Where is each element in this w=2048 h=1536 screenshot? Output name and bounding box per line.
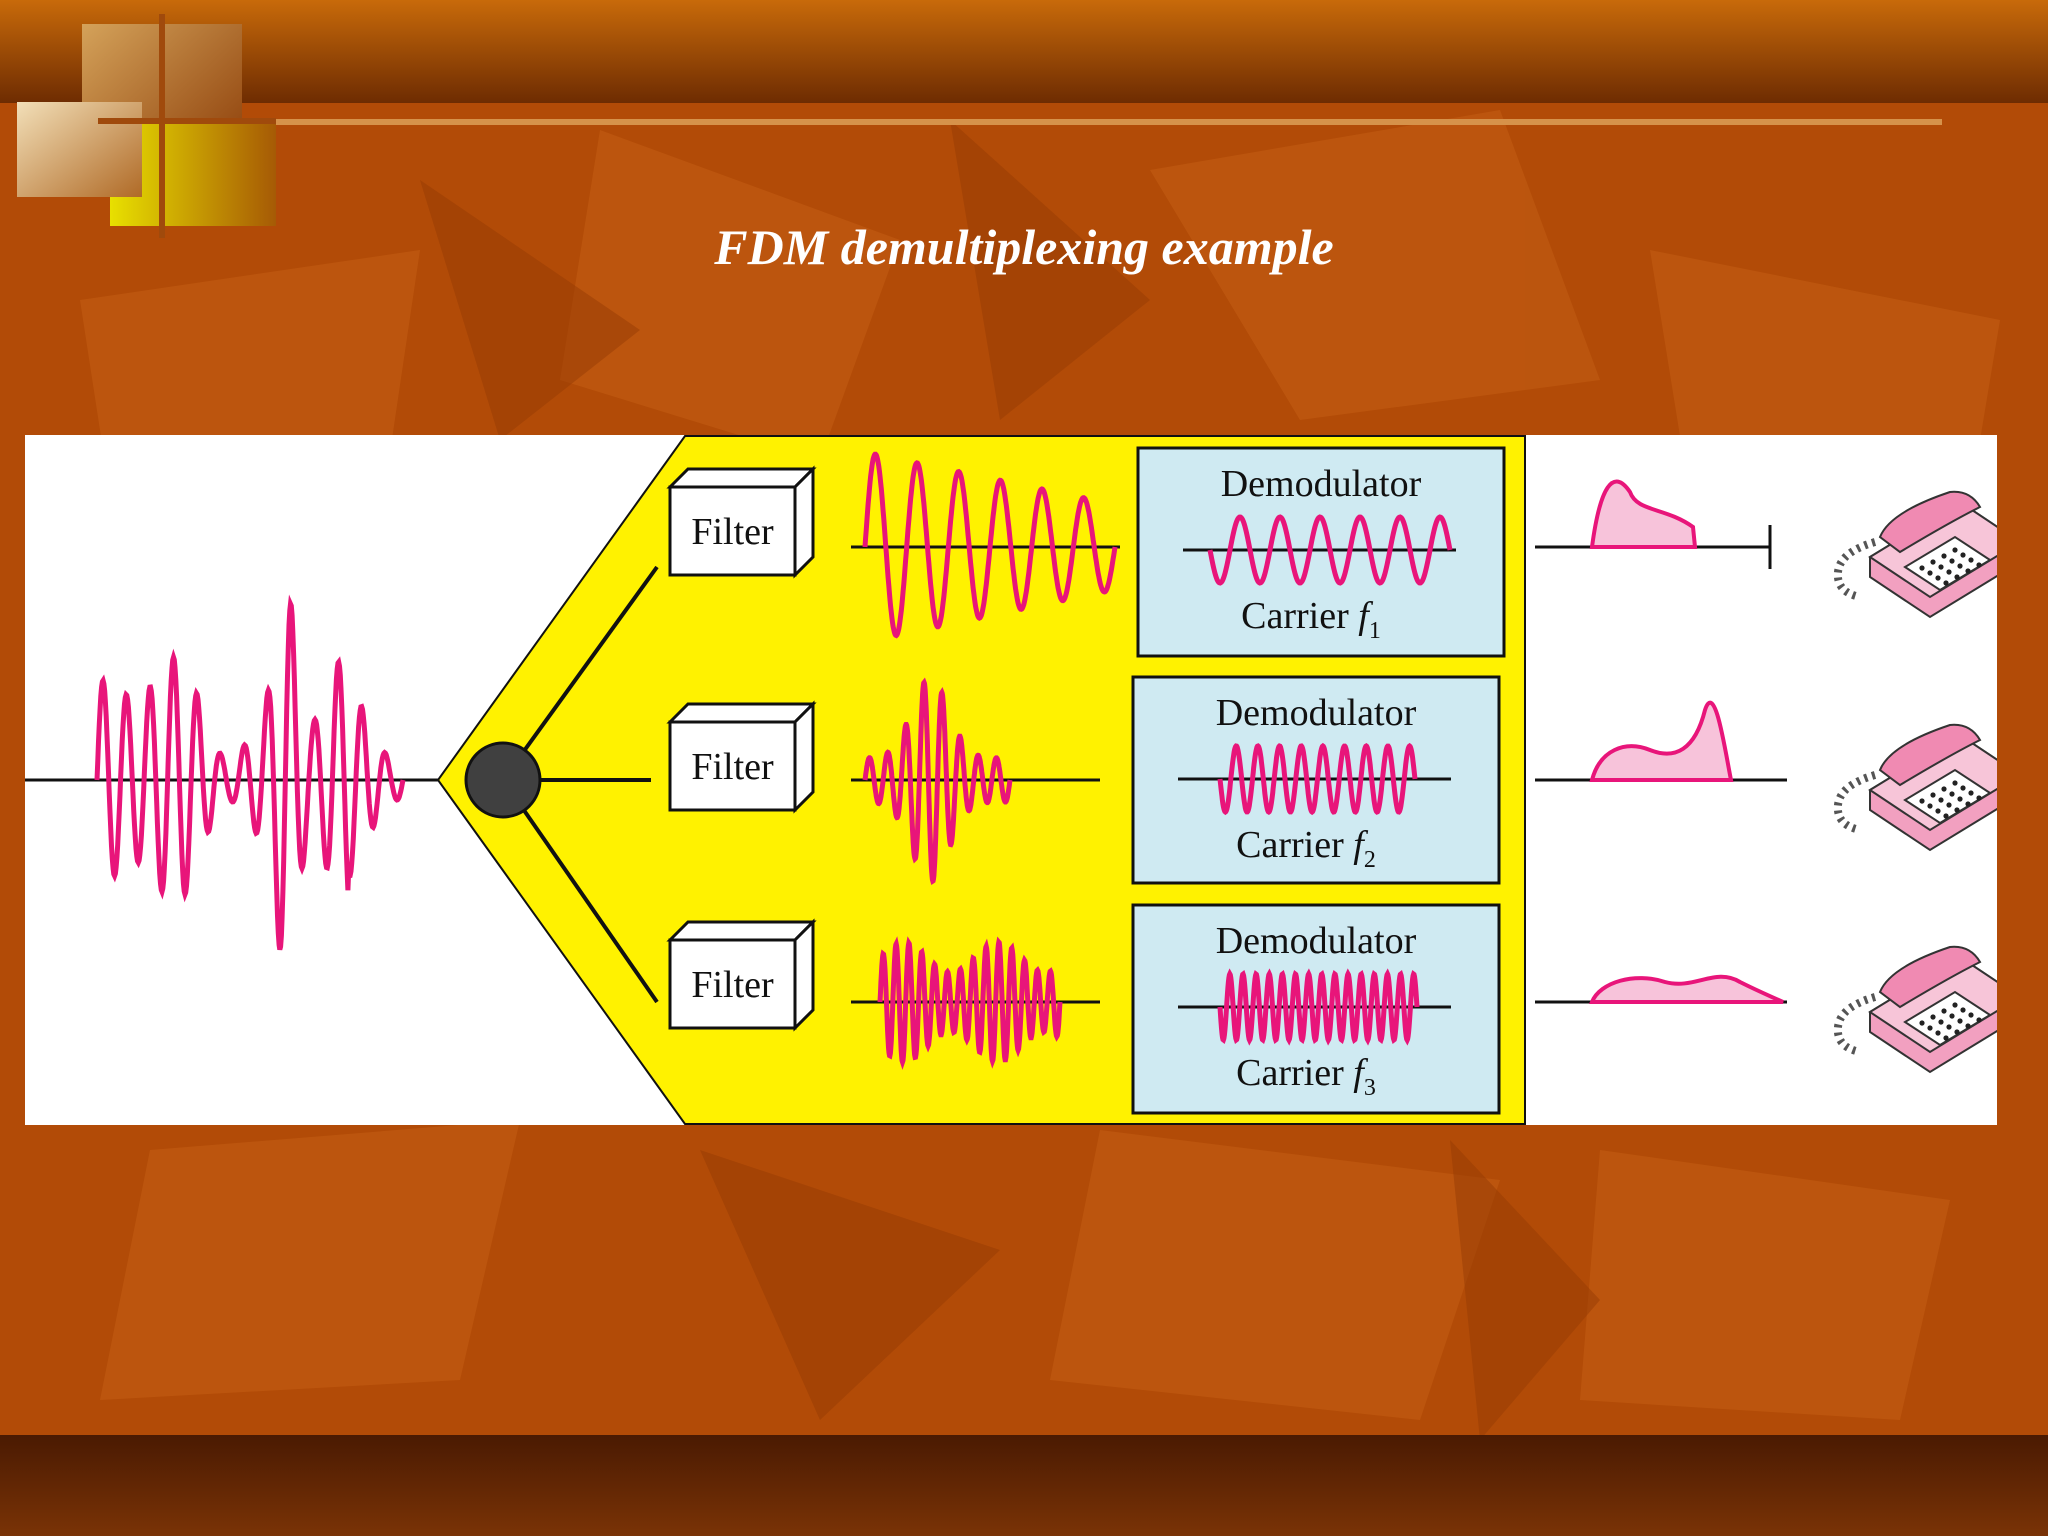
splitter-node-icon [464, 741, 542, 819]
filter-box: Filter [666, 465, 817, 579]
baseband-signal-icon [1589, 974, 1784, 1004]
telephone-icon [1833, 945, 1997, 1074]
carrier-wave-icon [1217, 968, 1420, 1046]
filtered-wave-icon [862, 451, 1118, 639]
filtered-wave-icon [877, 936, 1063, 1070]
baseband-signal-icon [1589, 700, 1734, 782]
carrier-label: Carrier f3 [1236, 1052, 1376, 1101]
telephone-icon [1833, 490, 1997, 619]
carrier-wave-icon [1217, 742, 1418, 816]
filter-box: Filter [666, 918, 817, 1032]
filtered-wave-icon [862, 677, 1013, 885]
telephone-icon [1833, 723, 1997, 852]
demodulator-label: Demodulator [1221, 463, 1422, 505]
slide-title: FDM demultiplexing example [714, 219, 1334, 275]
carrier-label: Carrier f2 [1236, 824, 1376, 873]
carrier-wave-icon [1207, 514, 1453, 586]
carrier-label: Carrier f1 [1241, 595, 1381, 644]
filter-box: Filter [666, 700, 817, 814]
demodulator-label: Demodulator [1216, 692, 1417, 734]
filter-label: Filter [691, 964, 774, 1006]
demodulator-label: Demodulator [1216, 920, 1417, 962]
filter-label: Filter [691, 746, 774, 788]
baseband-signal-icon [1589, 479, 1698, 549]
composite-signal-icon [94, 594, 406, 951]
filter-label: Filter [691, 511, 774, 553]
